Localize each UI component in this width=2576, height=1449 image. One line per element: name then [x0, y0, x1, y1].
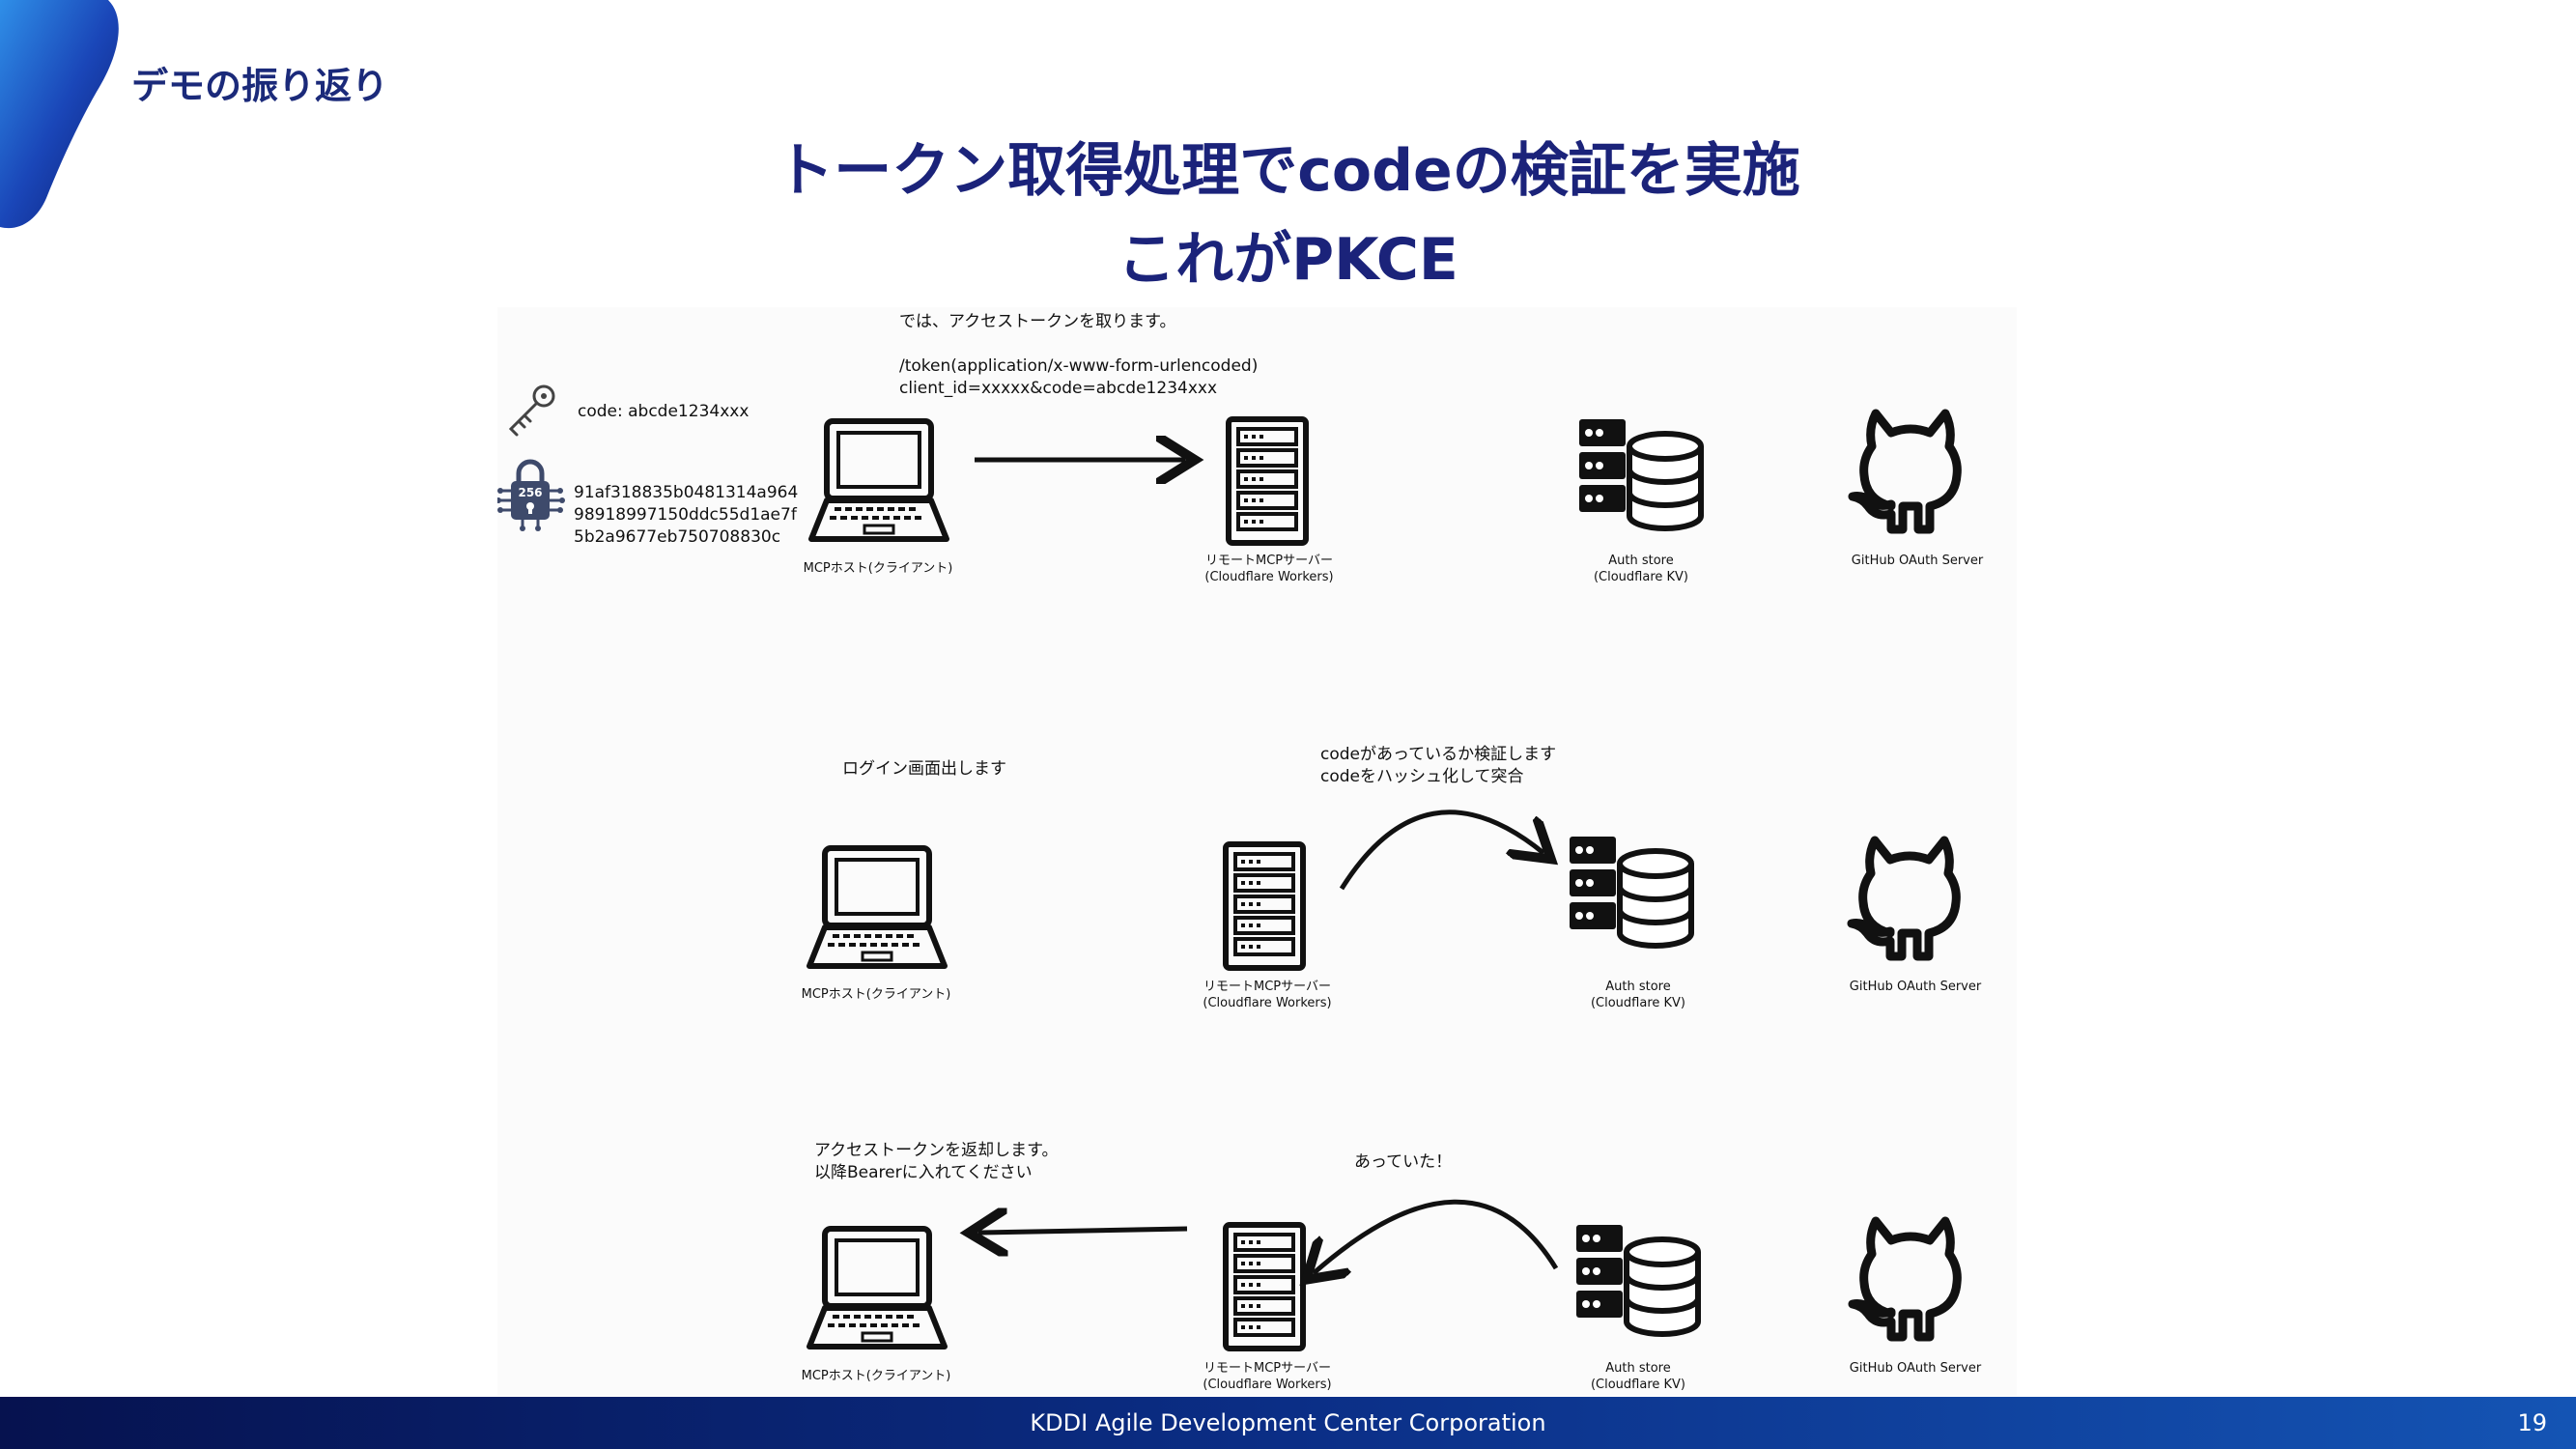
database-icon: [1576, 1225, 1698, 1334]
row3-arc-note: あっていた！: [1354, 1152, 1453, 1172]
laptop-icon: [809, 1229, 945, 1347]
sha256-lock-icon: 256: [497, 459, 565, 531]
server-label-line2: (Cloudflare Workers): [1204, 570, 1334, 584]
server-label-line1: リモートMCPサーバー: [1203, 980, 1331, 994]
arrow-store-to-server: [1314, 1199, 1559, 1273]
laptop-icon: [811, 421, 947, 539]
store-label-line1: Auth store: [1605, 980, 1671, 994]
store-label-line2: (Cloudflare KV): [1590, 1378, 1686, 1392]
database-icon: [1570, 837, 1691, 946]
arrow-server-to-store: [1339, 810, 1543, 891]
page-subtitle: これがPKCE: [1118, 226, 1458, 294]
row2-note-line2: codeをハッシュ化して突合: [1320, 767, 1524, 786]
store-label-line2: (Cloudflare KV): [1593, 570, 1689, 584]
client-label: MCPホスト(クライアント): [801, 987, 951, 1002]
server-icon: [1226, 1225, 1303, 1349]
store-label-line1: Auth store: [1608, 554, 1674, 568]
store-label-line2: (Cloudflare KV): [1590, 996, 1686, 1010]
footer-company: KDDI Agile Development Center Corporatio…: [1030, 1409, 1546, 1436]
server-icon: [1229, 419, 1306, 543]
github-label: GitHub OAuth Server: [1849, 980, 1982, 994]
lock-badge-text: 256: [518, 486, 542, 499]
row1-note-line3: client_id=xxxxx&code=abcde1234xxx: [899, 379, 1218, 398]
pkce-flow-diagram: code: abcde1234xxx 256 91af318835b048131…: [497, 384, 2017, 1396]
key-icon: [508, 384, 555, 437]
row2-client-note: ログイン画面出します: [842, 759, 1006, 779]
client-label: MCPホスト(クライアント): [803, 561, 953, 576]
server-label-line1: リモートMCPサーバー: [1203, 1361, 1331, 1376]
row2-note-line1: codeがあっているか検証します: [1320, 745, 1557, 764]
row1-note-line1: では、アクセストークンを取ります。: [899, 312, 1176, 331]
server-label-line2: (Cloudflare Workers): [1203, 996, 1332, 1010]
legend-hash-line2: 98918997150ddc55d1ae7f: [574, 505, 798, 525]
legend-hash-line1: 91af318835b0481314a964: [574, 483, 798, 502]
page-title: トークン取得処理でcodeの検証を実施: [776, 137, 1800, 205]
server-label-line1: リモートMCPサーバー: [1204, 554, 1333, 568]
row3-note-line2: 以降Bearerに入れてください: [814, 1163, 1033, 1182]
server-icon: [1226, 844, 1303, 968]
client-label: MCPホスト(クライアント): [801, 1369, 951, 1383]
database-icon: [1579, 419, 1701, 528]
github-icon: [1853, 413, 1957, 529]
github-label: GitHub OAuth Server: [1851, 554, 1984, 568]
legend-code-label: code: abcde1234xxx: [578, 402, 749, 421]
legend-hash-line3: 5b2a9677eb750708830c: [574, 527, 780, 547]
row3-note-line1: アクセストークンを返却します。: [814, 1141, 1059, 1160]
row1-note-line2: /token(application/x-www-form-urlencoded…: [899, 356, 1259, 376]
store-label-line1: Auth store: [1605, 1361, 1671, 1376]
footer-bar: KDDI Agile Development Center Corporatio…: [0, 1397, 2576, 1449]
github-icon: [1852, 840, 1956, 956]
section-label: デモの振り返り: [131, 65, 389, 107]
arrow-server-to-client: [978, 1229, 1188, 1233]
corner-decoration: [0, 0, 119, 229]
github-icon: [1853, 1221, 1957, 1337]
laptop-icon: [809, 848, 945, 966]
github-label: GitHub OAuth Server: [1849, 1361, 1982, 1376]
page-number: 19: [2517, 1409, 2547, 1436]
server-label-line2: (Cloudflare Workers): [1203, 1378, 1332, 1392]
